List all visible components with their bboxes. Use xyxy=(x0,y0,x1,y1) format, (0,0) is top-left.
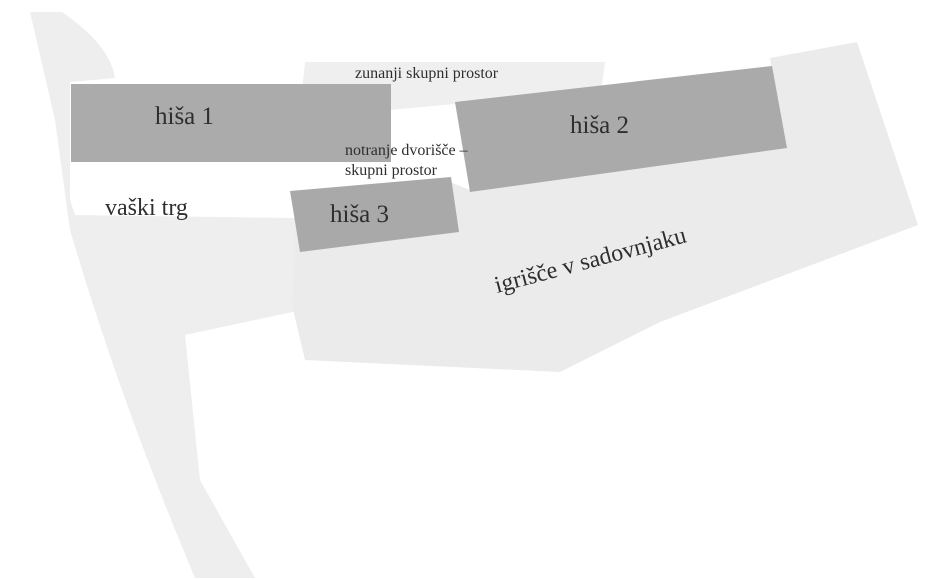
house-3 xyxy=(290,177,459,252)
house-1-label: hiša 1 xyxy=(155,103,214,130)
inner-courtyard-label-line2: skupni prostor xyxy=(345,162,438,179)
orchard-playground-area xyxy=(292,42,918,372)
village-square-label: vaški trg xyxy=(105,195,188,221)
house-2 xyxy=(455,66,787,192)
village-path-area xyxy=(30,12,325,578)
house-1 xyxy=(71,84,391,162)
outer-common-space-label: zunanji skupni prostor xyxy=(355,65,499,82)
inner-courtyard-area xyxy=(300,104,465,190)
house-2-label: hiša 2 xyxy=(570,112,629,139)
house-3-label: hiša 3 xyxy=(330,201,389,228)
inner-courtyard-label-line1: notranje dvorišče – xyxy=(345,142,469,159)
